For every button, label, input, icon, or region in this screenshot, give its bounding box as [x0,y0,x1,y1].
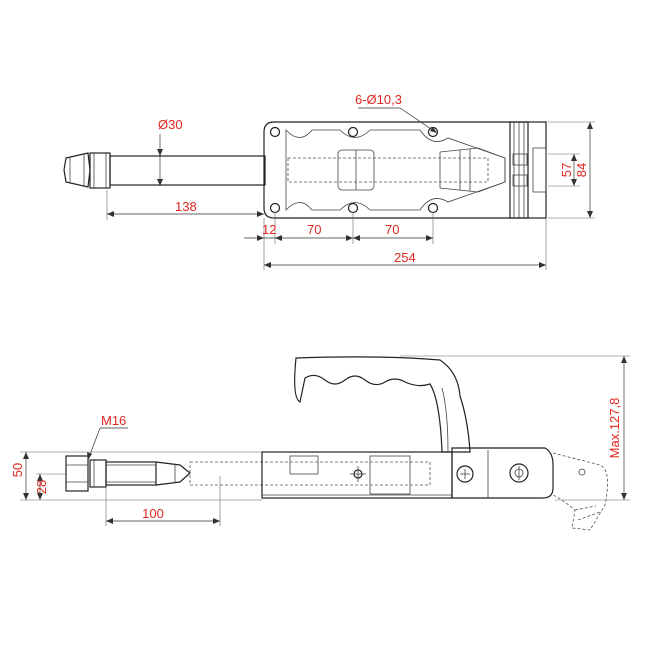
top-view-dimensions [106,107,595,270]
side-link-pin-2 [509,463,529,483]
dim-rod-length: 138 [175,199,197,214]
mount-hole-3 [347,126,359,138]
side-hidden-rod [189,461,431,486]
top-view [63,121,547,219]
dim-rod-diameter: Ø30 [158,117,183,132]
dim-outer-width: 84 [574,163,589,177]
dim-pitch-2: 70 [385,222,399,237]
dim-inner-width: 57 [559,163,574,177]
top-view-labels: 6-Ø10,3 Ø30 138 12 70 70 254 57 84 [158,92,589,265]
dim-height-28: 28 [34,480,49,494]
side-handle [294,356,471,453]
top-base-plate [263,121,529,219]
side-threaded-stud [105,461,157,486]
dim-offset-12: 12 [262,222,276,237]
mount-hole-6 [427,202,439,214]
dim-max-height: Max.127,8 [607,398,622,459]
top-hex-nut [63,152,91,188]
dim-pitch-1: 70 [307,222,321,237]
dim-thread: M16 [101,413,126,428]
mount-hole-1 [269,126,281,138]
mount-hole-4 [347,202,359,214]
dim-thread-length: 100 [142,506,164,521]
dim-overall-length: 254 [394,250,416,265]
top-plunger-rod [109,155,266,186]
top-linkage [439,147,506,193]
side-view-dimensions [20,355,630,526]
side-view-labels: M16 50 28 100 Max.127,8 [10,398,622,521]
top-hidden-slot [287,157,489,183]
side-linkage-arm [451,447,554,499]
side-view [65,356,608,531]
dim-hole-spec: 6-Ø10,3 [355,92,402,107]
dim-height-50: 50 [10,463,25,477]
top-body-outline [285,128,506,212]
side-hex-nut [65,455,89,492]
side-swung-handle [552,452,608,531]
side-collar [89,459,107,488]
side-link-pin-1 [456,465,474,483]
top-collar [89,152,111,189]
mount-hole-2 [269,202,281,214]
side-base-body [261,451,453,499]
side-plunger-tip [155,461,191,486]
